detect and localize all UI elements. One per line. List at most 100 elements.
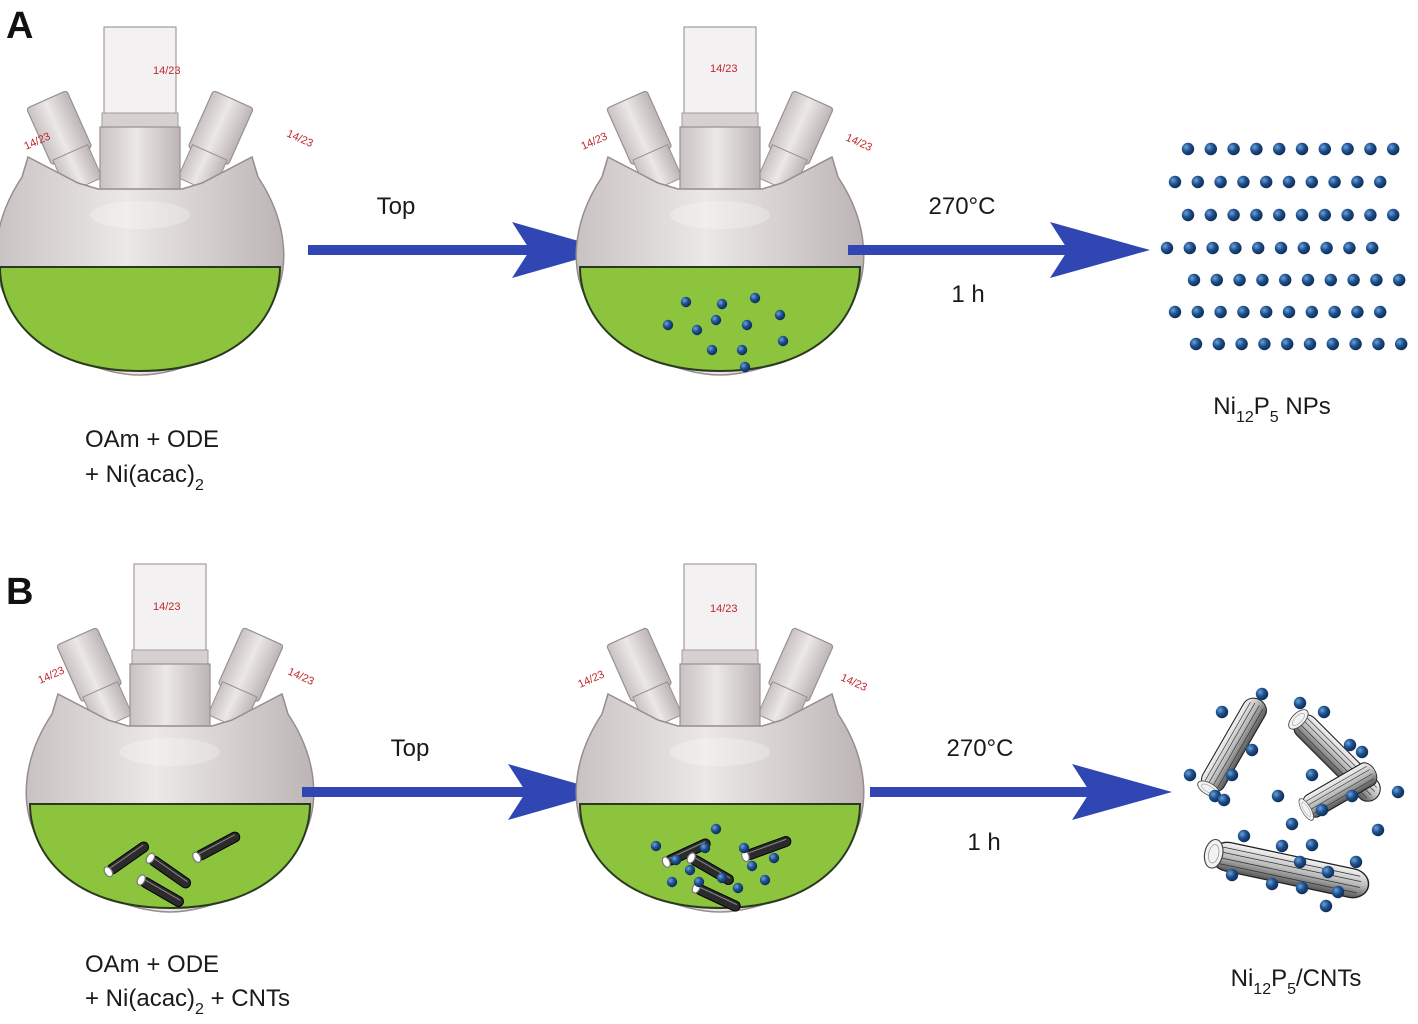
arrow-1-label-a: Top — [377, 193, 416, 220]
nanoparticle — [1328, 175, 1341, 189]
nanoparticle — [1256, 273, 1269, 287]
nanoparticle — [1160, 241, 1174, 255]
nanoparticle — [1324, 273, 1337, 287]
nanoparticle — [1214, 305, 1227, 319]
nanoparticle — [1237, 305, 1250, 319]
nanoparticle — [1326, 337, 1339, 351]
reagents-line2-a: + Ni(acac)2 — [85, 461, 204, 494]
flask-nucleation-b — [575, 563, 865, 913]
nanoparticle — [1274, 241, 1288, 255]
nanoparticle — [1258, 337, 1271, 351]
arrow-2-a — [848, 222, 1150, 278]
nanoparticle — [1351, 305, 1364, 319]
reagents-line2-b: + Ni(acac)2 + CNTs — [85, 985, 290, 1018]
nanoparticle — [1204, 208, 1217, 222]
joint-label: 14/23 — [285, 128, 315, 150]
nanoparticle — [1191, 305, 1204, 319]
nanoparticle — [1273, 142, 1286, 156]
ni12p5-on-cnts — [1183, 687, 1405, 913]
joint-label: 14/23 — [153, 65, 181, 77]
nanoparticle — [1237, 175, 1250, 189]
nanoparticle — [1227, 208, 1240, 222]
nanoparticle — [1282, 305, 1296, 319]
nanoparticle — [1318, 142, 1331, 156]
product-label-a: Ni12P5 NPs — [1213, 393, 1330, 426]
joint-label: 14/23 — [839, 672, 869, 694]
nanoparticle — [1366, 241, 1379, 255]
arrow-2-b — [870, 764, 1172, 820]
reagents-line1-b: OAm + ODE — [85, 951, 219, 978]
nanoparticle — [1387, 142, 1400, 156]
nanoparticle — [1295, 208, 1309, 222]
nanoparticle — [1347, 273, 1360, 287]
nanoparticle — [1181, 208, 1195, 222]
panel-letter-a: A — [6, 5, 33, 47]
nanoparticle — [1212, 337, 1225, 351]
nanoparticle — [1252, 241, 1265, 255]
nanoparticle — [1260, 305, 1273, 319]
nanoparticle — [1374, 305, 1387, 319]
joint-label: 14/23 — [286, 666, 316, 688]
nanoparticle — [1279, 273, 1292, 287]
nanoparticle — [1297, 241, 1310, 255]
nanoparticle — [1250, 208, 1263, 222]
nanoparticle — [1187, 273, 1201, 287]
nanoparticle — [1305, 305, 1318, 319]
arrow-1-label-b: Top — [391, 735, 430, 762]
reagents-line1-a: OAm + ODE — [85, 426, 219, 453]
nanoparticle — [1191, 175, 1204, 189]
ni12p5-nanoparticle-array — [1160, 142, 1408, 351]
nanoparticle — [1370, 273, 1383, 287]
nanoparticle — [1305, 175, 1318, 189]
panel-letter-b: B — [6, 571, 33, 613]
nanoparticle — [1214, 175, 1227, 189]
nanoparticle — [1260, 175, 1273, 189]
nanoparticle — [1168, 175, 1182, 189]
nanoparticle — [1189, 337, 1203, 351]
nanoparticle — [1341, 142, 1354, 156]
nanoparticle — [1364, 208, 1377, 222]
nanoparticle — [1393, 273, 1406, 287]
nanoparticle — [1364, 142, 1377, 156]
nanoparticle — [1227, 142, 1240, 156]
nanoparticle — [1206, 241, 1219, 255]
flask-reactants-b — [25, 563, 315, 913]
nanoparticle — [1235, 337, 1248, 351]
panel-b: B 14/23 14/23 14/23 OAm + ODE + Ni(acac)… — [6, 563, 1405, 1018]
arrow-2-label-top-a: 270°C — [929, 193, 996, 220]
panel-a: A 14/23 14/23 14/23 OAm + ODE + Ni(acac)… — [0, 5, 1408, 494]
nanoparticle — [1204, 142, 1217, 156]
nanoparticle — [1372, 337, 1385, 351]
joint-label: 14/23 — [844, 132, 874, 154]
arrow-1-a — [308, 222, 610, 278]
nanoparticle — [1282, 175, 1296, 189]
nanoparticle — [1301, 273, 1315, 287]
nanoparticle — [1210, 273, 1223, 287]
nanoparticle — [1343, 241, 1356, 255]
nanoparticle — [1320, 241, 1333, 255]
cnt-tube — [1194, 693, 1272, 801]
nanoparticle — [1349, 337, 1362, 351]
nanoparticle — [1303, 337, 1317, 351]
nanoparticle — [1181, 142, 1195, 156]
joint-label: 14/23 — [579, 131, 609, 153]
nanoparticle — [1387, 208, 1400, 222]
joint-label: 14/23 — [36, 665, 66, 687]
product-label-b: Ni12P5/CNTs — [1231, 965, 1362, 998]
arrow-1-b — [302, 764, 606, 820]
nanoparticle — [1395, 337, 1408, 351]
nanoparticle — [1183, 241, 1196, 255]
arrow-2-label-bottom-b: 1 h — [967, 829, 1000, 856]
nanoparticle — [1318, 208, 1331, 222]
nanoparticle — [1250, 142, 1263, 156]
nanoparticle — [1328, 305, 1341, 319]
arrow-2-label-bottom-a: 1 h — [951, 281, 984, 308]
joint-label: 14/23 — [153, 601, 181, 613]
nanoparticle — [1229, 241, 1242, 255]
nanoparticle — [1341, 208, 1354, 222]
arrow-2-label-top-b: 270°C — [947, 735, 1014, 762]
nanoparticle — [1281, 337, 1294, 351]
nanoparticle — [1233, 273, 1246, 287]
nanoparticle — [1374, 175, 1387, 189]
